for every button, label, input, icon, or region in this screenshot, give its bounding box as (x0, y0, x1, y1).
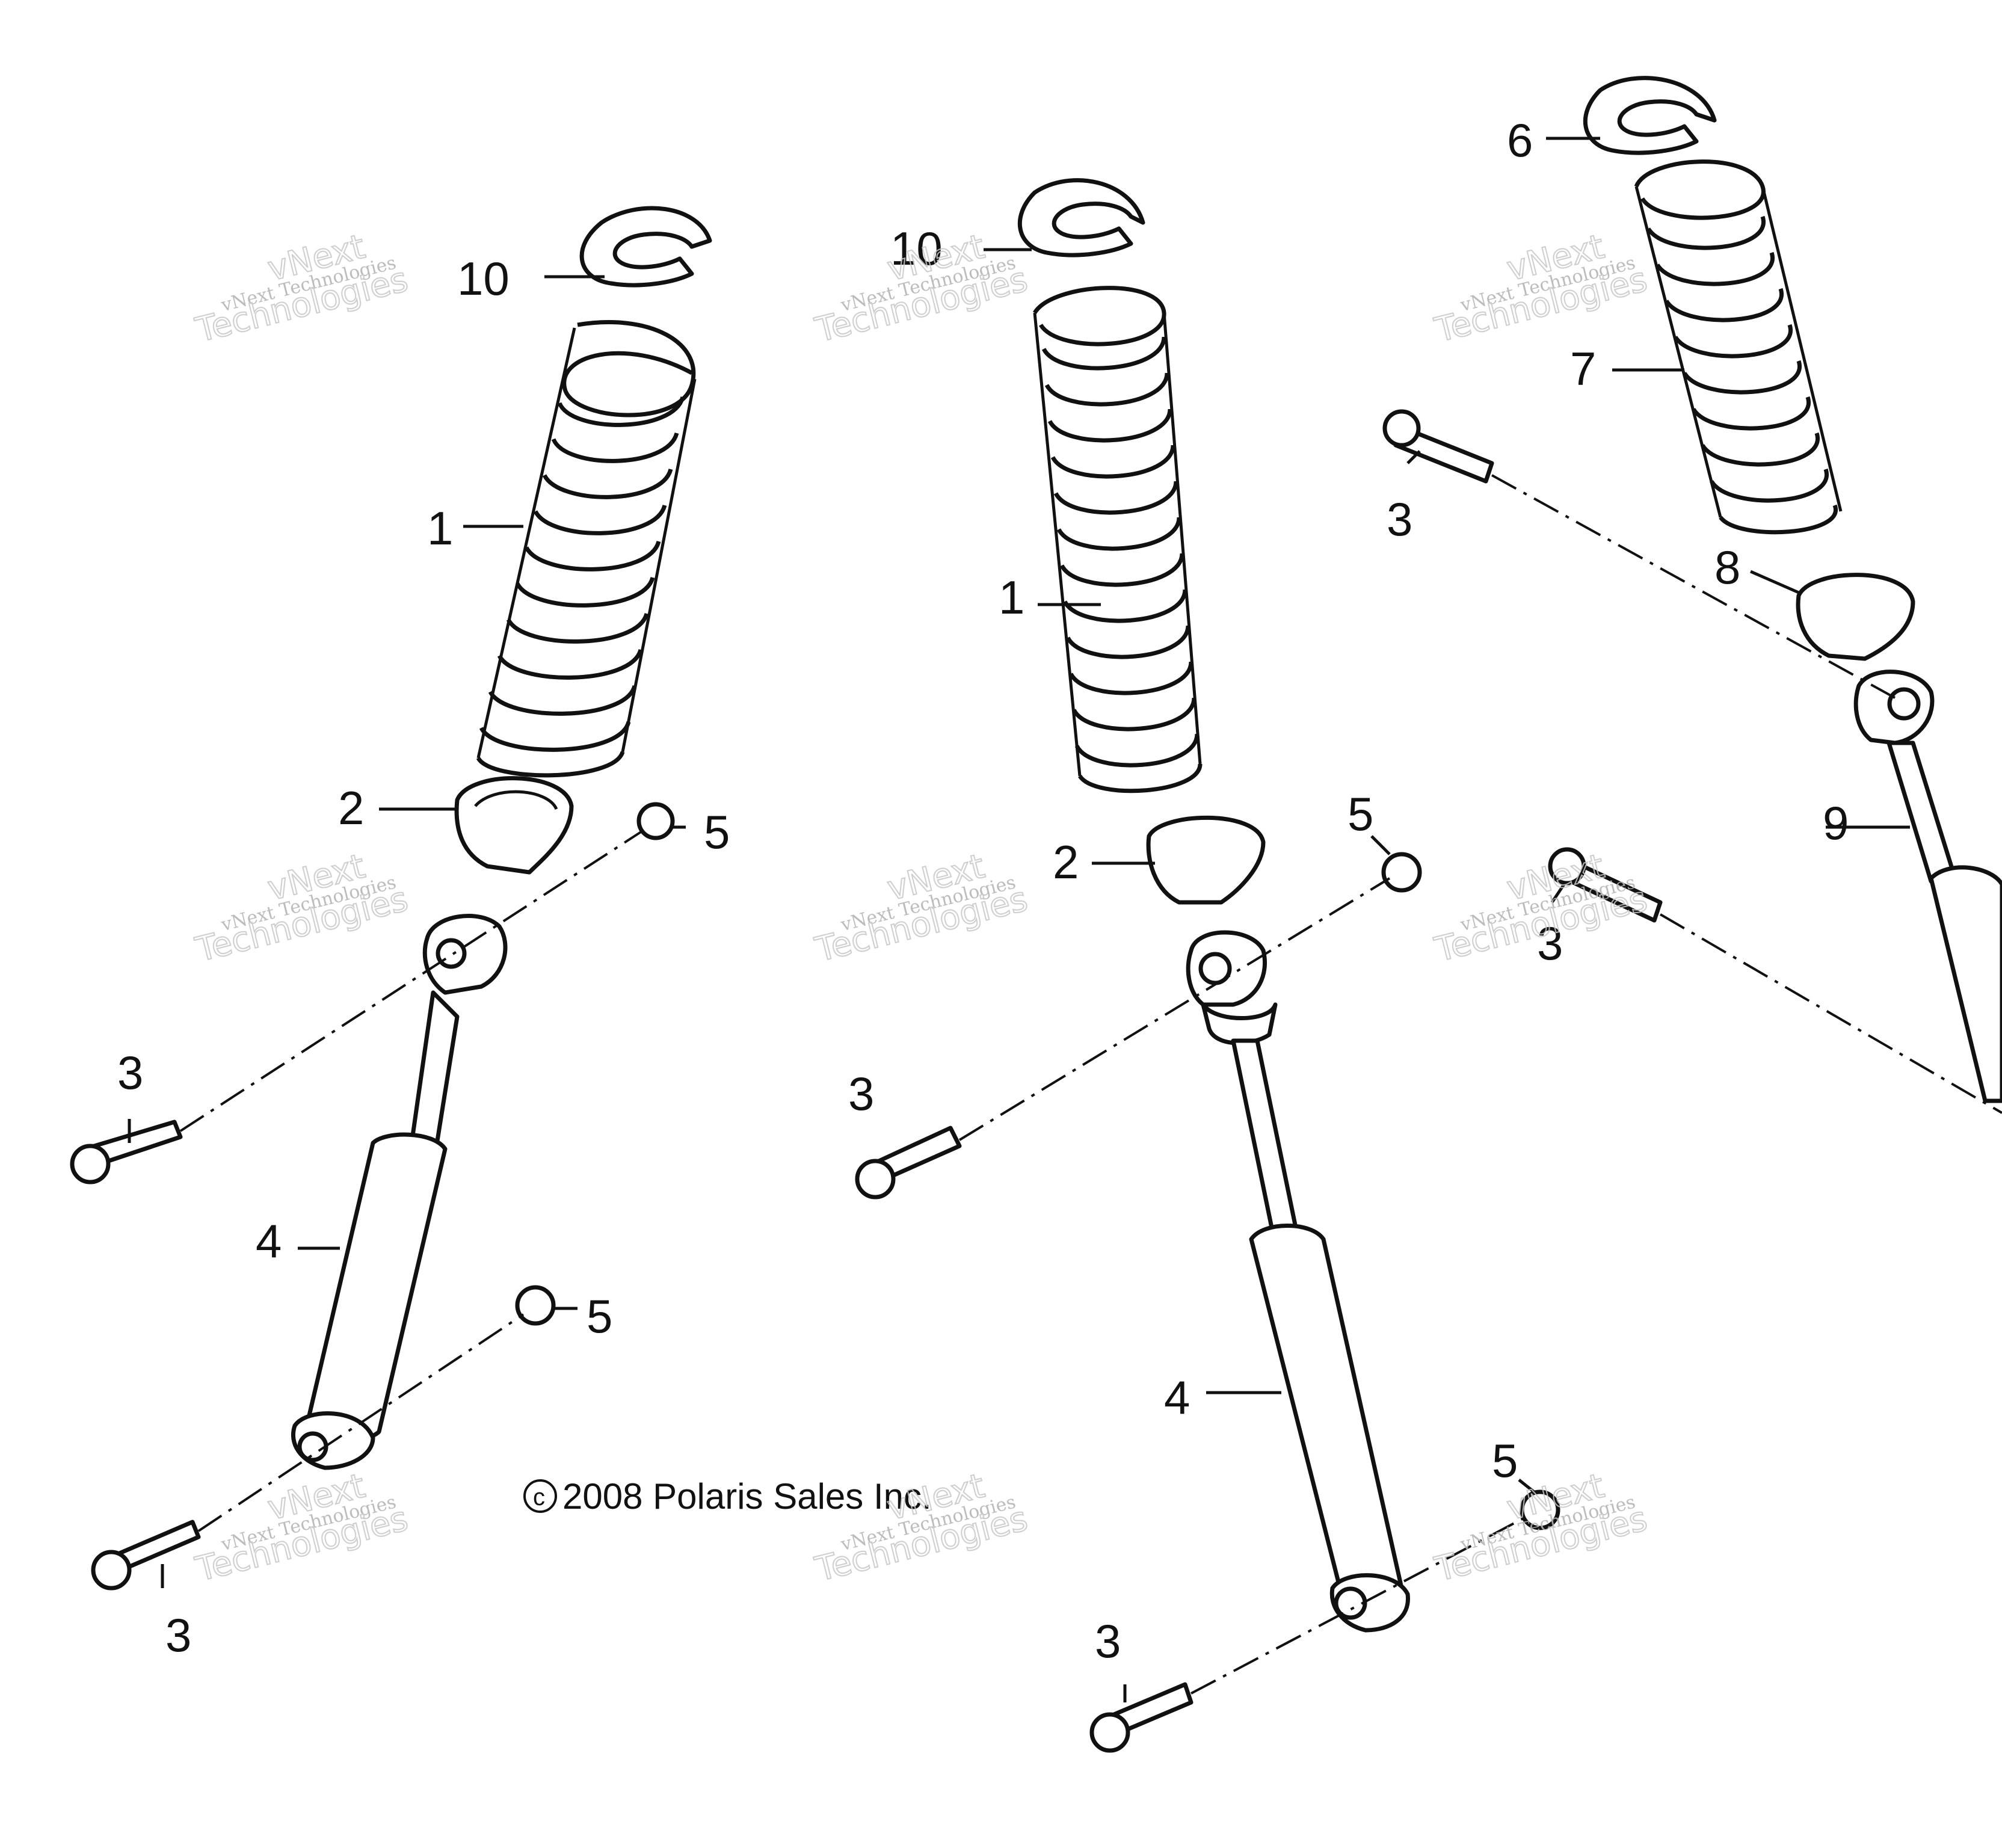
watermark: vNext vNext Technologies Technologies (1431, 846, 1652, 971)
callout-left-3-bottom: 3 (165, 1609, 191, 1662)
callout-right-6: 6 (1507, 114, 1533, 167)
callout-left-1: 1 (427, 502, 453, 555)
callout-center-5-top: 5 (1348, 787, 1373, 840)
callout-right-3-mid: 3 (1537, 917, 1563, 970)
copyright-text: 2008 Polaris Sales Inc. (562, 1476, 932, 1517)
callout-left-2: 2 (338, 781, 364, 834)
nut-5-center-bottom (1520, 1489, 1560, 1530)
nut-5-left-bottom (515, 1285, 556, 1326)
copyright-circle-icon (523, 1479, 557, 1513)
retainer-2-left (454, 776, 574, 875)
nut-5-left-top (636, 802, 675, 840)
assembly-left (70, 206, 712, 1591)
watermark: vNext vNext Technologies Technologies (191, 227, 413, 351)
watermark: vNext vNext Technologies Technologies (191, 1466, 413, 1591)
spring-cap-6-right (1583, 76, 1717, 155)
bolt-3-center-bottom (1089, 1682, 1194, 1753)
spring-7-right (1634, 159, 1843, 535)
callout-center-3-top: 3 (848, 1067, 874, 1120)
spring-1-left (476, 320, 697, 778)
copyright-notice: c 2008 Polaris Sales Inc. (523, 1476, 932, 1517)
copyright-symbol: c (533, 1484, 545, 1511)
callout-center-10: 10 (890, 222, 943, 275)
callout-center-3-bottom: 3 (1095, 1615, 1121, 1668)
retainer-2-center (1146, 815, 1266, 905)
shock-4-left (291, 914, 508, 1470)
callout-left-4: 4 (256, 1215, 282, 1267)
nut-5-center-top (1381, 852, 1422, 893)
bolt-3-right-top (1382, 409, 1494, 484)
callout-right-8: 8 (1714, 541, 1740, 594)
watermark: vNext vNext Technologies Technologies (191, 846, 413, 971)
watermarks: vNext vNext Technologies Technologies vN… (191, 227, 1652, 1591)
watermark: vNext vNext Technologies Technologies (1431, 227, 1652, 351)
callout-center-5-bottom: 5 (1492, 1434, 1518, 1487)
retainer-8-right (1796, 573, 1915, 661)
assembly-right (1382, 76, 2002, 1114)
callout-right-9: 9 (1823, 796, 1849, 849)
spring-1-center (1033, 286, 1203, 793)
watermark: vNext vNext Technologies Technologies (1431, 1466, 1652, 1591)
callout-left-5-top: 5 (704, 805, 730, 858)
watermark: vNext vNext Technologies Technologies (811, 846, 1032, 971)
callout-center-2: 2 (1053, 836, 1079, 889)
bolt-3-left-bottom (91, 1520, 201, 1591)
callout-left-3-top: 3 (117, 1046, 143, 1099)
callout-left-10: 10 (457, 252, 510, 305)
spring-cap-10-center (1017, 178, 1145, 257)
bolt-3-right-mid (1548, 847, 1663, 923)
bolt-3-left-top (70, 1120, 183, 1184)
assembly-center (855, 178, 1560, 1753)
callout-center-1: 1 (999, 571, 1024, 624)
callout-center-4: 4 (1164, 1371, 1190, 1424)
spring-cap-10-left (579, 206, 712, 288)
callout-right-3-top: 3 (1387, 493, 1412, 546)
bolt-3-center-top (855, 1126, 962, 1200)
callout-right-7: 7 (1570, 342, 1596, 395)
shock-4-center (1186, 930, 1410, 1633)
shock-9-right (1853, 670, 2002, 1103)
callout-left-5-bottom: 5 (587, 1290, 612, 1343)
